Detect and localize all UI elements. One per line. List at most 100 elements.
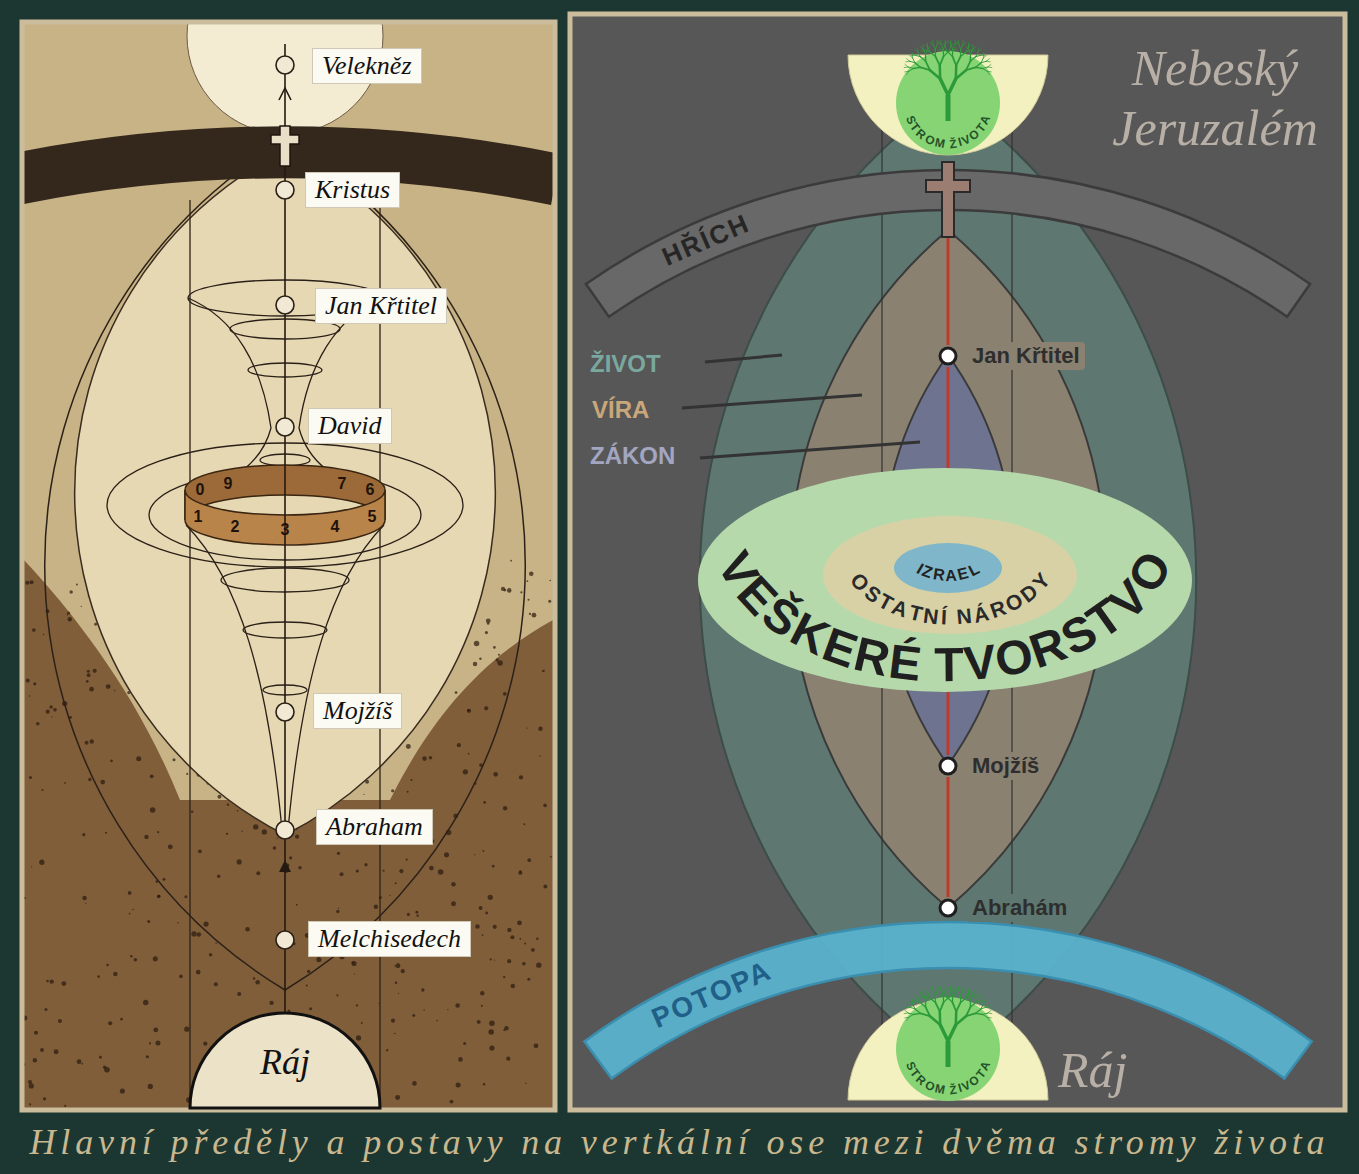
speckle [203, 921, 208, 926]
tree-branch [988, 1012, 992, 1014]
speckle [76, 583, 78, 585]
speckle [503, 806, 507, 810]
speckle [463, 769, 468, 774]
tree-branch [956, 57, 960, 66]
tree-branch [978, 49, 981, 52]
tree-branch [907, 1005, 910, 1008]
tree-branch [983, 1014, 988, 1017]
tree-branch [966, 67, 975, 70]
speckle [64, 1105, 66, 1107]
speckle [184, 895, 187, 898]
tree-branch [959, 990, 961, 995]
tree-branch [950, 986, 951, 990]
speckle [395, 1095, 400, 1100]
speckle [356, 869, 359, 872]
tree-branch [935, 990, 937, 995]
tree-branch [947, 51, 952, 56]
tree-branch [905, 64, 908, 67]
speckle [29, 695, 31, 697]
tree-branch [930, 42, 933, 45]
tree-branch [922, 48, 925, 51]
speckle [179, 975, 183, 979]
speckle [215, 942, 217, 944]
speckle [203, 1042, 207, 1046]
speckle [191, 810, 194, 813]
tree-branch [954, 47, 957, 50]
tree-branch [935, 995, 937, 1002]
speckle [542, 670, 544, 672]
tree-branch [988, 64, 991, 67]
axis-point [276, 931, 294, 949]
speckle [383, 870, 385, 872]
speckle [482, 850, 484, 852]
speckle [503, 976, 505, 978]
speckle [46, 980, 49, 983]
speckle [120, 1088, 125, 1093]
speckle [493, 772, 498, 777]
speckle [517, 921, 522, 926]
tree-branch [981, 55, 985, 57]
tree-branch [945, 988, 946, 992]
speckle [40, 1048, 44, 1052]
speckle [481, 1005, 483, 1007]
speckle [352, 961, 357, 966]
speckle [429, 756, 433, 760]
speckle [31, 866, 32, 867]
tree-branch [975, 63, 981, 68]
tree-branch [970, 57, 976, 62]
speckle [157, 895, 161, 899]
region-ellipse: IZRAEL [893, 542, 1003, 594]
speckle [245, 927, 250, 932]
tree-branch [938, 42, 941, 45]
glyph: Í [940, 606, 947, 627]
speckle [85, 741, 89, 745]
ring-number: 9 [224, 474, 233, 493]
speckle [496, 658, 499, 661]
speckle [438, 869, 444, 875]
glyph [920, 640, 936, 689]
corner-title: Nebeský Jeruzalém [1090, 38, 1340, 158]
ring-number: 5 [368, 507, 377, 526]
speckle [356, 1004, 358, 1006]
speckle [129, 913, 131, 915]
speckle [436, 1020, 438, 1022]
tree-branch [930, 1016, 940, 1025]
speckle [82, 896, 86, 900]
speckle [163, 878, 166, 881]
speckle [33, 682, 36, 685]
speckle [29, 580, 33, 584]
label-box: Abraham [316, 809, 433, 845]
speckle [217, 795, 221, 799]
speckle [519, 938, 521, 940]
panel-border [570, 14, 1345, 1110]
tree-shape [848, 985, 1048, 1100]
tree-branch [925, 44, 928, 47]
tree-branch [918, 998, 920, 1003]
speckle [68, 617, 72, 621]
axis-connector [947, 777, 950, 897]
speckle [386, 1049, 388, 1051]
speckle [262, 829, 267, 834]
speckle [415, 911, 418, 914]
tree-branch [932, 40, 933, 44]
law-lens [882, 355, 1014, 765]
speckle [538, 726, 542, 730]
speckle [507, 928, 511, 932]
speckle [120, 1018, 123, 1021]
tree-branch [915, 63, 921, 68]
label-box: Kristus [305, 172, 400, 208]
label-box: Jan Křtitel [315, 288, 447, 324]
speckle [406, 744, 411, 749]
speckle [32, 628, 36, 632]
speckle [526, 580, 528, 582]
speckle [306, 985, 308, 987]
speckle [501, 587, 505, 591]
speckle [493, 646, 496, 649]
speckle [149, 1042, 151, 1044]
panel-ground [572, 16, 1343, 1108]
speckle [450, 1100, 454, 1104]
tree-branch [976, 1001, 981, 1002]
speckle [39, 860, 44, 865]
tree-branch [913, 1013, 920, 1014]
